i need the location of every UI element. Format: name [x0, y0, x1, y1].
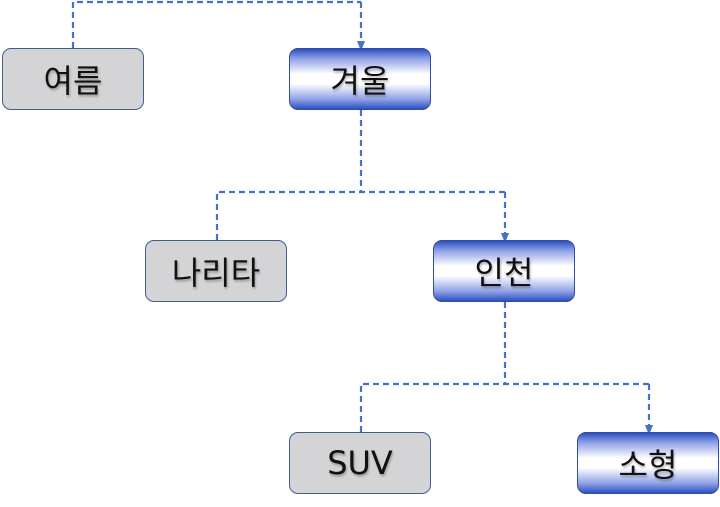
connector-to-suv: [359, 382, 649, 432]
node-compact: 소형: [577, 432, 719, 494]
connector-to-narita: [215, 190, 505, 240]
connector-to-summer: [71, 0, 361, 48]
node-incheon-label: 인천: [474, 254, 534, 292]
node-winter-label: 겨울: [330, 62, 390, 100]
node-incheon: 인천: [433, 240, 575, 302]
node-summer-label: 여름: [43, 62, 103, 100]
node-summer: 여름: [2, 48, 144, 110]
node-suv: SUV: [289, 432, 431, 494]
node-narita: 나리타: [145, 240, 287, 302]
node-narita-label: 나리타: [171, 254, 261, 292]
node-suv-label: SUV: [327, 444, 393, 482]
node-compact-label: 소형: [618, 446, 678, 484]
node-winter: 겨울: [289, 48, 431, 110]
